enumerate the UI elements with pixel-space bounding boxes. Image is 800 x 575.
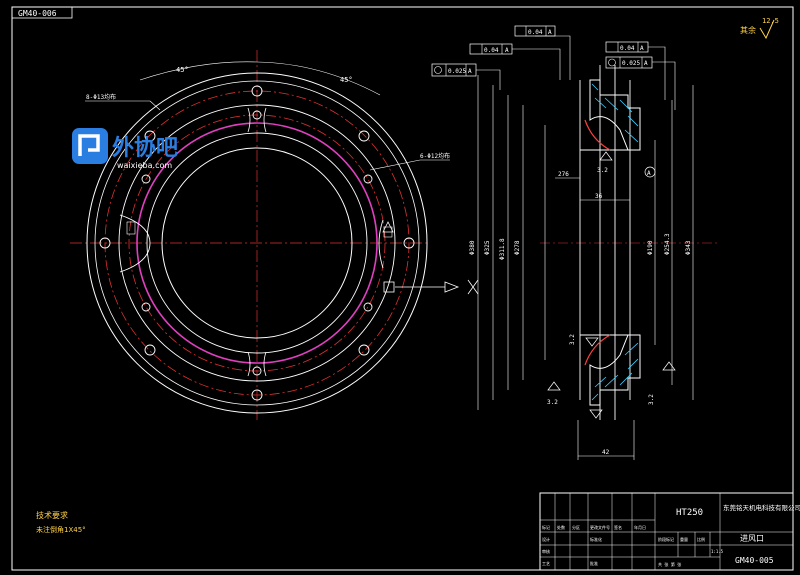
svg-text:0.025: 0.025 [622,60,640,67]
svg-text:12.5: 12.5 [762,17,779,25]
surface-roughness-general: 其余 12.5 [740,17,779,40]
svg-text:3.2: 3.2 [547,399,558,406]
title-block: HT250 东莞铭天机电科技有限公司 进风口 GM40-005 标记 处数 分区… [539,492,800,571]
bolt-circle-inner [128,114,386,372]
inner-bolt-holes [141,110,373,376]
brand-logo: 外协吧 waixieba.com [72,128,178,170]
fcf-top-2: 0.04 A [514,25,556,37]
svg-text:1:1.5: 1:1.5 [711,549,724,554]
svg-text:Φ278: Φ278 [514,240,521,255]
svg-text:共 张 第 张: 共 张 第 张 [658,561,681,567]
front-view: 45° 45° 8-Φ13均布 6-Φ12均布 [70,50,479,420]
svg-text:工艺: 工艺 [542,561,550,566]
outer-bolt-holes [99,85,415,401]
svg-text:GM40-005: GM40-005 [735,556,774,565]
svg-text:重量: 重量 [680,536,688,542]
svg-text:年月日: 年月日 [634,524,646,530]
svg-text:Φ343: Φ343 [685,240,692,255]
svg-text:0.025: 0.025 [448,68,466,75]
technical-requirements: 技术要求 未注倒角1X45° [36,510,86,534]
svg-text:0.04: 0.04 [528,29,543,36]
svg-text:Φ190: Φ190 [647,240,654,255]
svg-text:A: A [644,60,648,67]
svg-text:签名: 签名 [614,524,622,530]
svg-text:A: A [548,29,552,36]
svg-text:批准: 批准 [590,560,598,566]
svg-text:审核: 审核 [542,548,550,554]
fcf-right-1: 0.04 A [605,41,649,53]
inner-bore-circle [161,147,353,339]
section-view: 0.04 A 0.04 A 0.025 A 0.04 A [431,25,720,460]
svg-text:42: 42 [602,449,610,456]
svg-text:处数: 处数 [557,524,565,530]
svg-text:技术要求: 技术要求 [36,510,68,520]
svg-text:A: A [505,47,509,54]
svg-text:Φ311.8: Φ311.8 [499,238,506,260]
svg-text:3.2: 3.2 [597,167,608,174]
fcf-left: 0.025 A [431,63,477,77]
svg-text:标记: 标记 [542,524,550,530]
svg-text:3.2: 3.2 [648,394,655,405]
svg-text:A: A [640,45,644,52]
drawing-frame [11,6,794,571]
svg-text:A: A [647,170,651,177]
svg-text:外协吧: 外协吧 [112,135,178,161]
svg-text:waixieba.com: waixieba.com [117,161,172,170]
outer-flange-circle [86,72,428,414]
top-section-profile [589,79,641,151]
magenta-profile-circle [136,122,378,364]
roughness-symbols [547,151,676,419]
svg-text:0.04: 0.04 [620,45,635,52]
svg-text:分区: 分区 [572,524,580,530]
svg-text:GM40-006: GM40-006 [18,9,57,18]
svg-text:Φ254.3: Φ254.3 [664,233,671,255]
svg-text:276: 276 [558,171,569,178]
svg-text:45°: 45° [340,76,353,84]
svg-text:阶段标记: 阶段标记 [658,536,674,542]
svg-text:标准化: 标准化 [590,536,602,542]
svg-text:其余: 其余 [740,25,756,35]
svg-text:未注倒角1X45°: 未注倒角1X45° [36,525,86,534]
svg-text:45°: 45° [176,66,189,74]
svg-text:HT250: HT250 [676,508,703,518]
svg-text:3.2: 3.2 [569,334,576,345]
svg-text:0.04: 0.04 [484,47,499,54]
bolt-circle-outer [104,90,410,396]
svg-text:Φ380: Φ380 [469,240,476,255]
svg-text:更改文件号: 更改文件号 [590,524,610,530]
rotated-drawing-number: GM40-006 [11,6,73,19]
diameter-dimensions [477,75,694,410]
svg-text:36: 36 [595,193,603,200]
svg-text:8-Φ13均布: 8-Φ13均布 [86,93,116,101]
svg-text:6-Φ12均布: 6-Φ12均布 [420,152,450,160]
svg-text:进风口: 进风口 [740,534,764,543]
svg-text:东莞铭天机电科技有限公司: 东莞铭天机电科技有限公司 [723,503,800,512]
bottom-section-profile [589,334,641,406]
svg-text:设计: 设计 [542,536,550,542]
svg-text:比例: 比例 [697,536,705,542]
fcf-right-2: 0.025 A [605,56,653,69]
svg-text:A: A [468,68,472,75]
svg-text:Φ325: Φ325 [484,240,491,255]
fcf-top-1: 0.04 A [469,43,513,55]
